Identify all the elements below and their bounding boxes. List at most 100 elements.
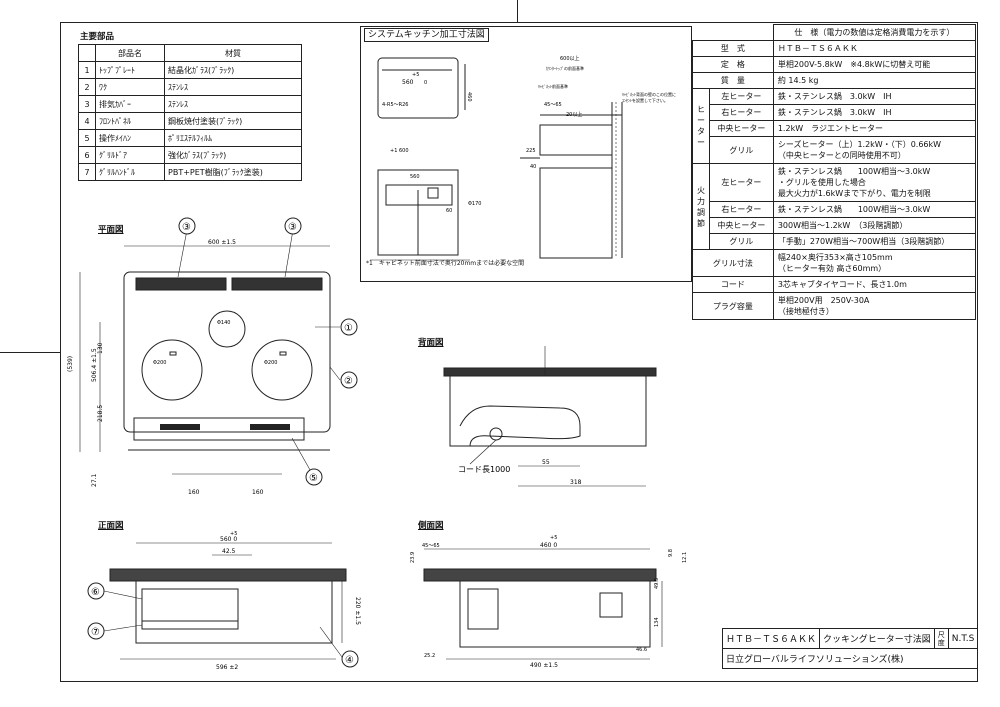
plan-callout-3b: ③ [288,222,297,233]
spec-value: 単相200V用 250V-30A （接地極付き） [772,292,977,320]
front-callout-4: ④ [345,655,354,666]
spec-value: 300W相当～1.2kW （3段階調節） [772,217,977,234]
front-callout-7: ⑦ [91,627,100,638]
spec-key: 左ヒーター [709,88,774,105]
spec-row: 質 量約 14.5 kg [692,72,977,89]
back-top-plate [443,367,657,377]
spec-key: グリル寸法 [692,249,774,277]
frame-tick-top [517,0,518,22]
front-top-plate [109,568,347,582]
plan-dim-phi140: Φ140 [217,320,230,326]
spec-key: 左ヒーター [709,163,774,202]
plan-callout-3b-circle [284,217,302,235]
back-dim-318: 318 [570,479,582,486]
plan-callout-1: ① [344,323,353,334]
cutout-top-outline [377,57,459,119]
parts-name: ﾌﾛﾝﾄﾊﾟﾈﾙ [95,112,165,130]
section-dim-4565: 45～65 [544,102,562,108]
parts-material: ﾎﾟﾘｴｽﾃﾙﾌｨﾙﾑ [164,129,302,147]
front-grill-door [141,588,239,630]
front-view-drawing: ⑥ ⑦ ④ +5 560 0 42.5 220 ±1.5 596 ±2 [87,531,361,671]
kitchen-cutout-drawing: 560 +5 0 460 4-R5～R26 +1 600 560 60 Φ170… [370,55,676,261]
parts-no: 2 [78,78,96,96]
title-block: ＨＴＢ－ＴＳ６ＡＫＫ クッキングヒーター寸法図 尺度 N.T.S 日立グローバル… [721,628,979,669]
spec-key: コード [692,276,774,293]
spec-row: プラグ容量単相200V用 250V-30A （接地極付き） [692,292,977,320]
title-scale: N.T.S [947,628,979,649]
cutout-dim-r: 4-R5～R26 [382,102,408,108]
parts-name: ｸﾞﾘﾙﾄﾞｱ [95,146,165,164]
front-view-title: 正面図 [98,521,124,531]
parts-header-material: 材質 [164,44,302,62]
spec-key: 定 格 [692,56,774,73]
side-dim-252: 25.2 [424,653,435,659]
plan-callout-1-circle [340,318,358,336]
spec-row: グリルシーズヒーター（上）1.2kW・（下）0.66kW （中央ヒーターとの同時… [693,136,977,164]
back-body [449,375,647,447]
side-body [459,580,651,648]
side-dim-98: 9.8 [668,549,674,557]
front-dim-220: 220 ±1.5 [354,597,361,625]
back-view-drawing: コード長1000 55 318 [443,346,657,487]
spec-value: 約 14.5 kg [772,72,977,89]
spec-value: 鉄・ステンレス鍋 100W相当～3.0kW ・グリルを使用した場合 最大火力が1… [772,163,977,202]
spec-row: ヒーター左ヒーター鉄・ステンレス鍋 3.0kW IH [692,88,977,164]
spec-value: ＨＴＢ－ＴＳ６ＡＫＫ [772,40,977,57]
plan-burner-right [251,339,313,401]
spec-value: 鉄・ステンレス鍋 3.0kW IH [772,88,977,105]
parts-material: 結晶化ｶﾞﾗｽ(ﾌﾞﾗｯｸ) [164,61,302,79]
spec-group-label: 火力調節 [692,163,710,250]
plan-dim-phi200b: Φ200 [264,360,277,366]
cabinet-dim-phi170: Φ170 [468,201,481,207]
parts-header-name: 部品名 [95,44,165,62]
spec-key: 中央ヒーター [709,120,774,137]
title-company: 日立グローバルライフソリューションズ(株) [721,648,979,669]
cutout-dim-plus5: +5 [412,72,419,78]
parts-material: PBT+PET樹脂(ﾌﾞﾗｯｸ塗装) [164,163,302,181]
parts-header-row: 部品名 材質 [78,44,302,62]
cabinet-dim-560: 560 [410,174,420,180]
spec-value: 「手動」270W相当～700W相当（3段階調節） [772,233,977,250]
plan-dim-width: 600 ±1.5 [208,239,236,246]
plan-exhaust-left [135,277,227,291]
front-dim-plus5: +5 [230,531,237,537]
parts-material: 鋼板焼付塗装(ﾌﾞﾗｯｸ) [164,112,302,130]
plan-exhaust-right [231,277,323,291]
spec-key: 中央ヒーター [709,217,774,234]
title-scale-label: 尺度 [933,628,949,649]
spec-header: 仕 様（電力の数値は定格消費電力を示す） [772,24,977,41]
side-dim-134: 134 [654,617,660,627]
spec-value: シーズヒーター（上）1.2kW・（下）0.66kW （中央ヒーターとの同時使用不… [772,136,977,164]
front-callout-6: ⑥ [91,587,100,598]
parts-header-no [78,44,96,62]
spec-row: グリル寸法幅240×奥行353×高さ105mm （ヒーター有効 高さ60mm） [692,249,977,277]
parts-no: 7 [78,163,96,181]
spec-value: 鉄・ステンレス鍋 3.0kW IH [772,104,977,121]
cabinet-dim-600: +1 600 [390,148,409,154]
side-dim-495: 49.5 [654,578,660,589]
back-cord-label: コード長1000 [458,465,510,474]
spec-group-label: ヒーター [692,88,710,164]
front-callout-7-circle [87,622,105,640]
cabinet-dim-60: 60 [446,208,452,214]
plan-burner-center [208,310,246,348]
side-view-title: 側面図 [418,521,444,531]
title-model: ＨＴＢ－ＴＳ６ＡＫＫ [721,628,821,649]
spec-row: 右ヒーター鉄・ステンレス鍋 100W相当～3.0kW [693,201,977,218]
section-dim-600: 600以上 [560,55,580,62]
parts-material: ｽﾃﾝﾚｽ [164,78,302,96]
plan-dim-depth: 506.4 ±1.5 [91,348,98,382]
plan-dim-271: 27.1 [91,473,98,487]
back-dim-55: 55 [542,459,550,466]
front-dim-596: 596 ±2 [216,664,238,671]
spec-key: プラグ容量 [692,292,774,320]
section-label-outlet2: ｺﾝｾﾝﾄを設置して下さい。 [622,97,668,103]
